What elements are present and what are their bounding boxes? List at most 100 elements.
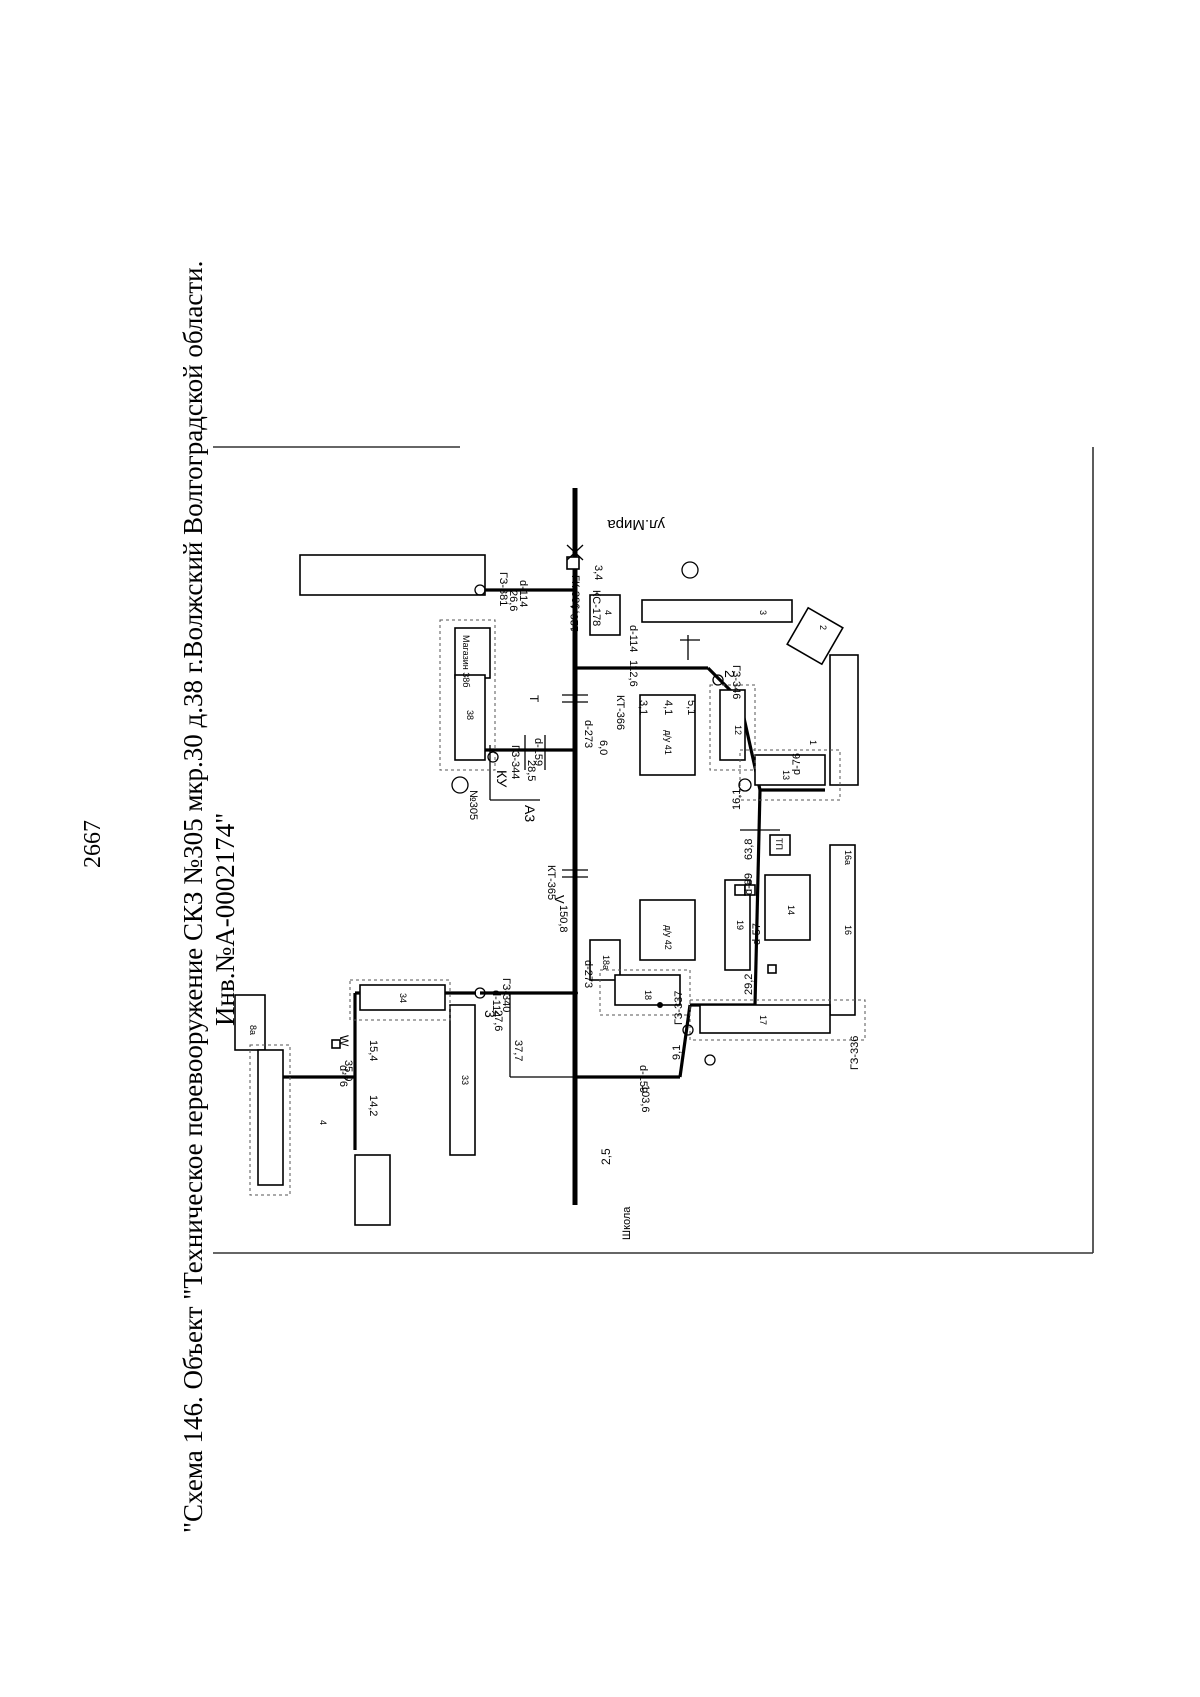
dim-4: 112,6	[627, 660, 639, 687]
dim-19: 14,2	[367, 1095, 379, 1116]
bld-label-du42: д/у 42	[663, 925, 673, 950]
bld-label-8a: 8а	[248, 1025, 258, 1035]
labels: ул.Мира Школа КС-178 ГК-386 ГЗ-381 ГЗ-34…	[248, 516, 861, 1240]
pipe-89: d-89	[743, 873, 755, 895]
node-kc178: КС-178	[590, 590, 602, 626]
building-tp	[769, 834, 791, 856]
building-16a	[829, 844, 856, 1016]
marker-icon	[704, 1054, 716, 1066]
node-a3: А3	[522, 805, 538, 822]
dim-2: 26,6	[507, 590, 519, 611]
bld-label-16: 16	[843, 925, 853, 935]
bld-label-33: 33	[460, 1075, 470, 1085]
dim-3: 120,4	[569, 604, 581, 632]
valve-gz381-icon	[474, 584, 486, 596]
bld-label-3: 3	[758, 610, 768, 615]
drawing-frame	[213, 446, 1094, 1254]
node-gz340: ГЗ-340	[500, 978, 512, 1012]
dim-20: 2,5	[599, 1148, 613, 1165]
node-kt366: КТ-366	[614, 695, 626, 730]
building-33	[449, 1004, 476, 1156]
bld-label-4b: 4	[318, 1120, 328, 1125]
building-18	[614, 974, 681, 1006]
dim-13: 103,6	[639, 1085, 651, 1113]
dim-5: 3,1	[637, 700, 649, 715]
dim-16: 63,8	[743, 839, 755, 860]
node-gz346: ГЗ-346	[730, 665, 742, 699]
pipe-114c: d-114	[490, 990, 502, 1017]
building-top-left	[299, 554, 486, 596]
building-1	[829, 654, 859, 786]
bld-label-19: 19	[735, 920, 745, 930]
dim-18: 15,4	[367, 1040, 379, 1061]
dim-15: 29,2	[743, 974, 755, 995]
node-kt365: КТ-365	[545, 865, 557, 900]
kc-valve-icon	[566, 544, 584, 561]
window-icon-2	[744, 884, 756, 896]
building-17	[699, 1004, 831, 1034]
pipe-57: d-57	[751, 923, 763, 945]
dim-14: 9,1	[671, 1045, 683, 1060]
dim-8: 6,0	[597, 740, 609, 755]
mark-v: V	[552, 895, 567, 904]
mark-3: 3	[482, 1010, 498, 1018]
bld-label-1: 1	[808, 740, 818, 745]
building-13	[754, 754, 826, 786]
building-4	[589, 594, 621, 636]
building-14	[764, 874, 811, 941]
building-8a	[234, 994, 266, 1051]
mark-w: W	[337, 1035, 351, 1047]
building-12	[719, 689, 746, 761]
bld-label-2: 2	[818, 625, 828, 630]
building-2	[786, 606, 844, 666]
anode-icon	[738, 778, 752, 792]
building-school-annex	[354, 1154, 391, 1226]
bld-label-34: 34	[398, 993, 408, 1003]
dashed-outlines	[249, 619, 866, 1196]
bld-label-18a: 18а	[601, 955, 611, 970]
building-38	[454, 674, 486, 761]
node-gz336: ГЗ-336	[849, 1036, 861, 1070]
dim-9: 28,5	[525, 760, 537, 781]
valve-gz344-icon	[487, 751, 499, 763]
bld-label-17: 17	[758, 1015, 768, 1025]
mark-2: 2	[722, 670, 738, 678]
symbols	[331, 544, 777, 1066]
bld-label-tp: ТП	[774, 838, 784, 850]
building-3	[641, 599, 793, 623]
dim-21: 35,0	[342, 1060, 354, 1081]
dim-11: 27,6	[492, 1010, 504, 1031]
dim-12: 37,7	[512, 1040, 524, 1061]
street-mira-label: ул.Мира	[607, 516, 665, 533]
building-4b	[257, 1049, 284, 1186]
building-34	[359, 984, 446, 1011]
mark-t: Т	[527, 695, 541, 703]
bld-label-16a: 16а	[843, 850, 853, 865]
bld-label-shop: Магазин 38б	[461, 635, 471, 687]
pipe-114b: d-114	[627, 625, 639, 652]
node-gk386: ГК-386	[569, 575, 581, 609]
pipe-76a: d-76	[791, 753, 803, 775]
pipe-76b: d-76	[337, 1065, 349, 1087]
node-gz337: ГЗ-337	[673, 991, 685, 1025]
well-icon	[681, 561, 699, 579]
building-du41	[639, 694, 696, 776]
valve-gz337-icon	[682, 1024, 694, 1036]
node-gz381: ГЗ-381	[497, 572, 509, 606]
bld-label-18: 18	[643, 990, 653, 1000]
building-18a	[589, 939, 621, 981]
dim-7: 5,1	[685, 700, 697, 715]
bld-label-4: 4	[603, 610, 613, 615]
bld-label-12: 12	[733, 725, 743, 735]
bld-label-38: 38	[465, 710, 475, 720]
bld-label-du41: д/у 41	[663, 730, 673, 755]
node-ku: КУ	[494, 770, 510, 787]
insulating-joints	[524, 635, 780, 878]
bld-label-13: 13	[781, 770, 791, 780]
pipe-159b: d-159	[637, 1065, 649, 1093]
pipe-273a: d-273	[582, 720, 594, 748]
pipe-159a: d-159	[532, 738, 544, 766]
dim-10: 150,8	[557, 905, 569, 933]
node-skz305: №305	[467, 790, 479, 820]
